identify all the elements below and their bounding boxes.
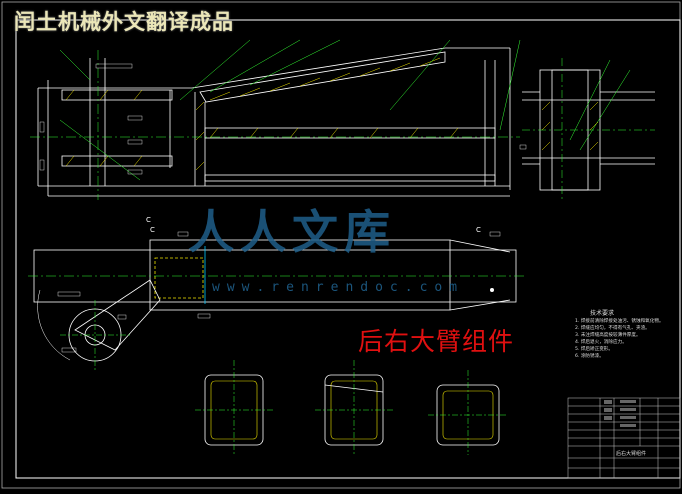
section-view-1 (195, 360, 275, 455)
watermark-url: www.renrendoc.com (212, 280, 465, 295)
section-view-2 (315, 360, 395, 455)
watermark-logo: 人人文库 (188, 205, 396, 259)
section-label-c-1: C (150, 226, 155, 234)
title-block-name: 后右大臂组件 (616, 451, 647, 457)
tech-note-1: 1. 焊接前清除焊接处油污、锈蚀和氧化物。 (575, 319, 664, 324)
sheet-inner-border (15, 19, 681, 479)
tech-notes-title: 技术要求 (590, 310, 615, 317)
main-view-hatching (65, 57, 459, 171)
tech-note-2: 2. 焊缝应均匀，不得有气孔、夹渣。 (575, 326, 650, 331)
side-view (522, 58, 655, 200)
tech-note-5: 5. 焊后矫正变形。 (575, 347, 614, 352)
plan-view (28, 239, 525, 370)
section-view-3 (428, 370, 508, 455)
tech-note-4: 4. 焊后退火，消除应力。 (575, 340, 627, 345)
main-view-dimension-marks (39, 63, 527, 175)
tech-notes: 1. 焊接前清除焊接处油污、锈蚀和氧化物。 2. 焊缝应均匀，不得有气孔、夹渣。… (575, 318, 664, 360)
section-label-c-2: C (476, 226, 481, 234)
title-block (567, 397, 681, 479)
tech-note-6: 6. 涂防锈漆。 (575, 354, 604, 359)
tech-note-3: 3. 未注焊缝高度按较薄件厚度。 (575, 333, 641, 338)
side-view-hatching (541, 101, 599, 151)
section-label-c-3: C (146, 216, 151, 224)
drawing-name: 后右大臂组件 (358, 327, 515, 356)
main-view-centerlines (30, 39, 521, 200)
main-arm-view (37, 47, 511, 197)
plan-view-dimension-marks (57, 231, 501, 353)
watermark-title: 闰土机械外文翻译成品 (14, 10, 234, 34)
